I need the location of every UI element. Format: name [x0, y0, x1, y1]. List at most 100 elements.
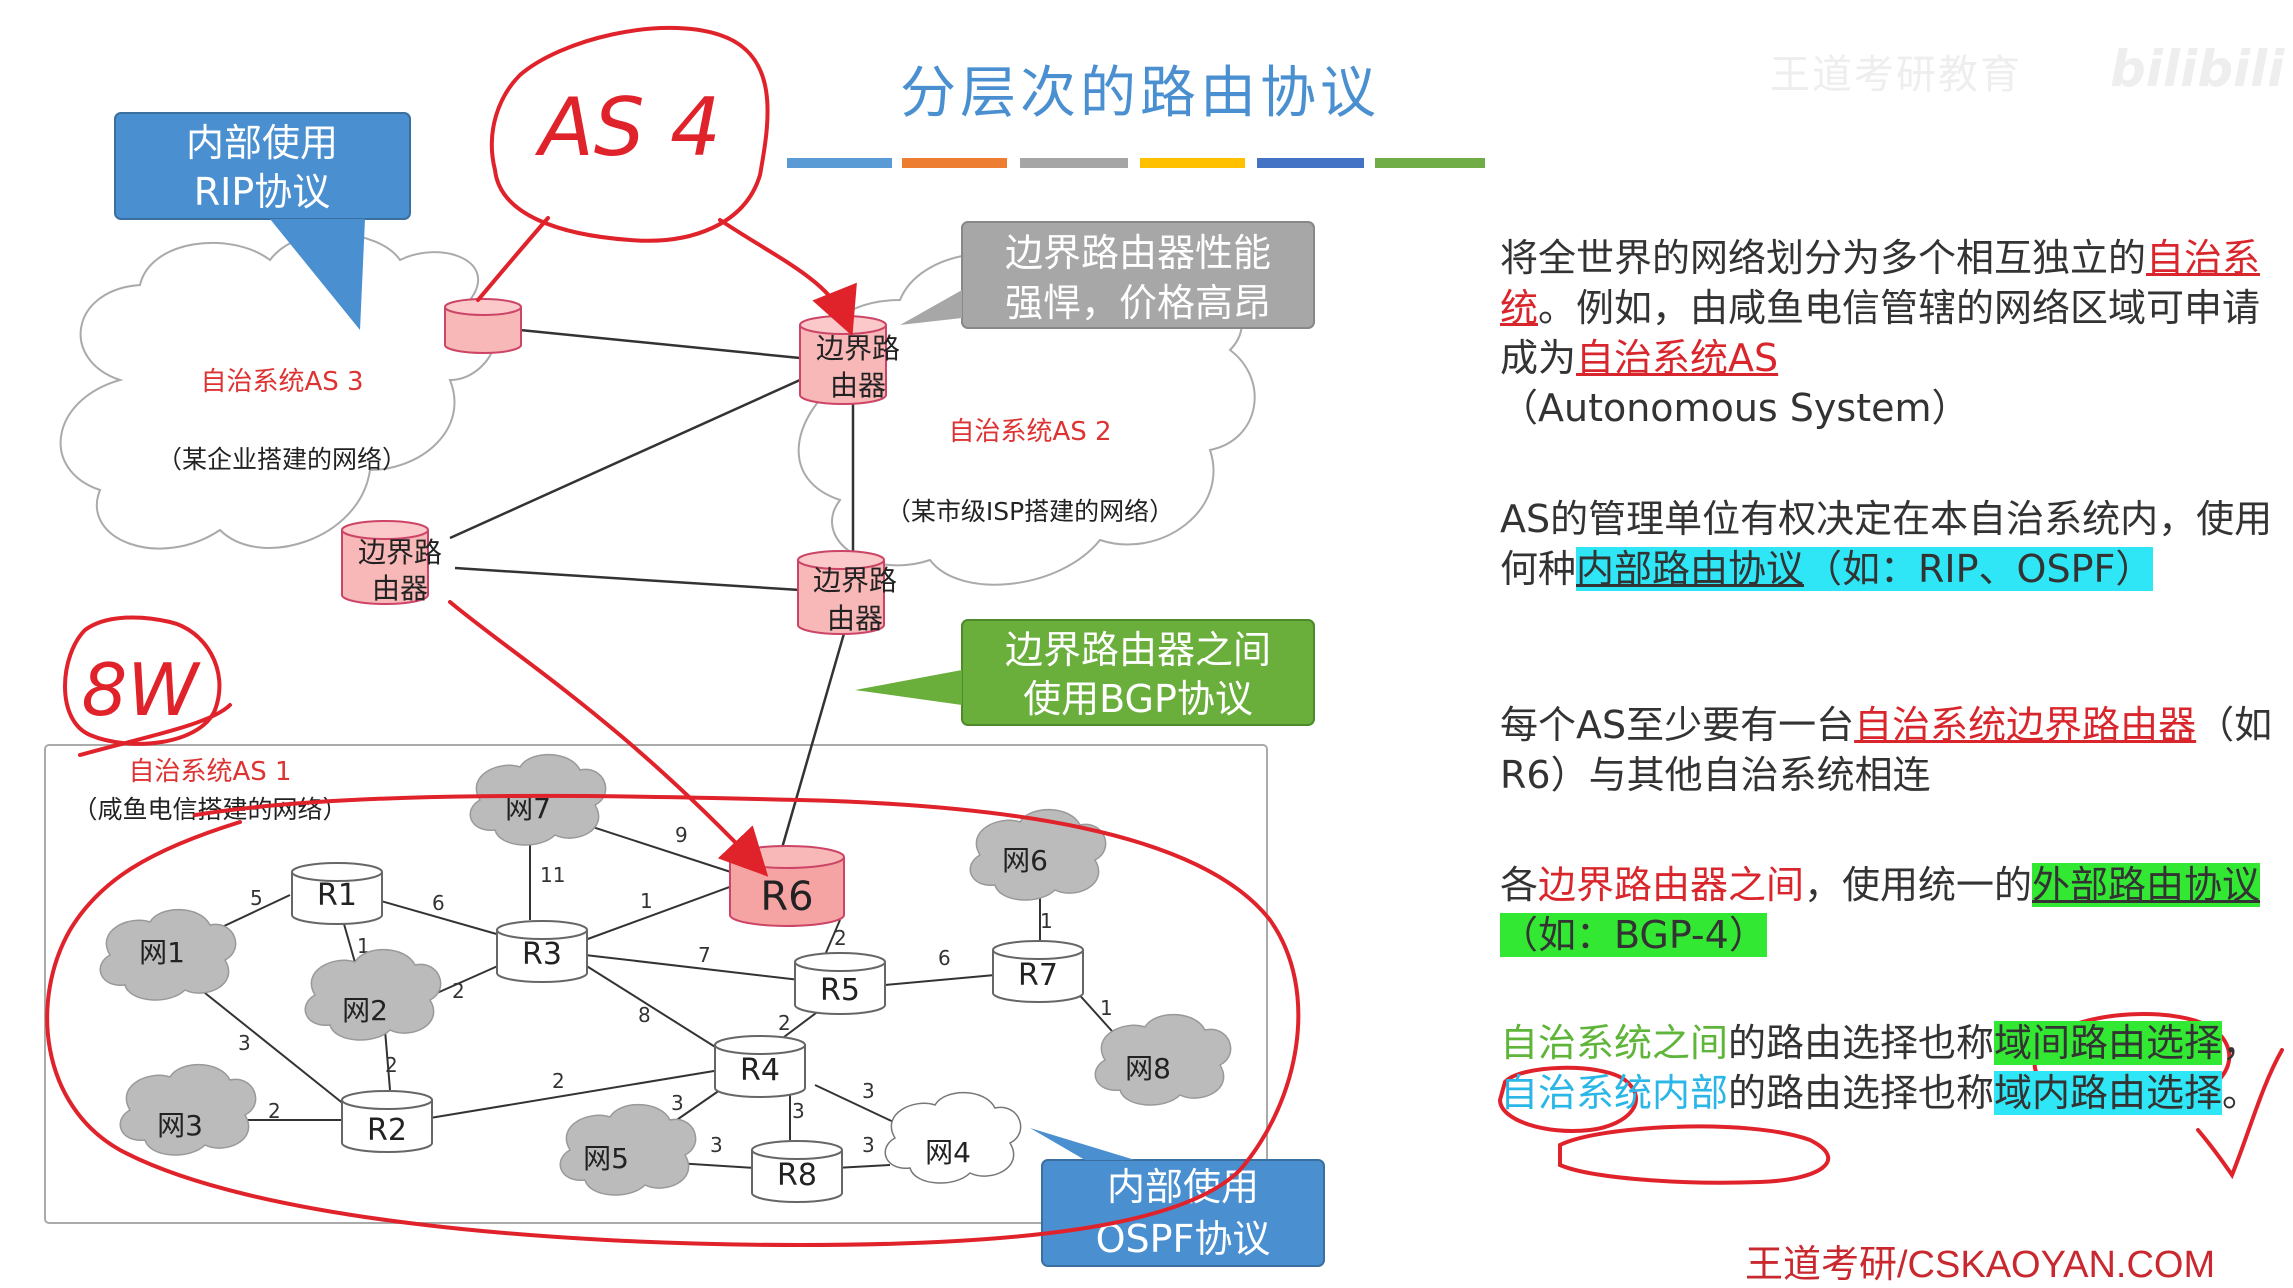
border-router-label: 边界路 — [816, 332, 900, 365]
callout-border: 边界路由器性能 强悍，价格高昂 — [900, 221, 1315, 329]
cost-label: 1 — [1040, 909, 1053, 933]
cost-label: 7 — [698, 943, 711, 967]
as4-circle — [489, 25, 770, 243]
callout-rip-line2: RIP协议 — [194, 170, 331, 214]
cost-label: 2 — [268, 1099, 281, 1123]
as2-name: 自治系统AS 2 — [948, 417, 1111, 447]
r6-arrow — [448, 600, 769, 877]
net-4: 网4 — [884, 1091, 1022, 1184]
callout-bgp-line1: 边界路由器之间 — [1005, 628, 1271, 672]
net-5-label: 网5 — [583, 1142, 629, 1175]
callout-rip-line1: 内部使用 — [186, 121, 338, 165]
cost-label: 3 — [710, 1133, 723, 1157]
cost-label: 6 — [938, 946, 951, 970]
router-r7-label: R7 — [1018, 958, 1058, 993]
router-r2-label: R2 — [367, 1113, 407, 1148]
router-r1: R1 — [291, 862, 383, 925]
cost-label: 1 — [1100, 996, 1113, 1020]
border-router-as2-bottom: 边界路 由器 — [797, 550, 897, 635]
net-2-label: 网2 — [342, 994, 388, 1027]
router-r3-label: R3 — [522, 937, 562, 972]
net-2: 网2 — [304, 948, 442, 1041]
cost-label: 3 — [862, 1133, 875, 1157]
callout-bgp: 边界路由器之间 使用BGP协议 — [855, 619, 1315, 726]
cost-label: 9 — [675, 823, 688, 847]
net-1: 网1 — [99, 908, 237, 1001]
paragraph-1: 将全世界的网络划分为多个相互独立的自治系统。例如，由咸鱼电信管辖的网络区域可申请… — [1500, 236, 2261, 430]
as1-links — [194, 817, 1121, 1169]
eight-w-underline — [78, 703, 232, 757]
callout-ospf: 内部使用 OSPF协议 — [1030, 1128, 1325, 1267]
as1-name: 自治系统AS 1 — [128, 757, 291, 787]
net-6-label: 网6 — [1002, 844, 1048, 877]
border-router-label: 边界路 — [358, 536, 442, 569]
cost-label: 3 — [238, 1031, 251, 1055]
net-8-label: 网8 — [1125, 1052, 1171, 1085]
link-costs: 5 6 1 3 2 2 2 2 11 9 1 7 8 2 6 1 1 3 3 3… — [238, 823, 1113, 1157]
paragraph-4: 各边界路由器之间，使用统一的外部路由协议（如：BGP-4） — [1500, 863, 2261, 957]
paragraph-5: 自治系统之间的路由选择也称域间路由选择，自治系统内部的路由选择也称域内路由选择。 — [1500, 1021, 2261, 1115]
as4-handwriting: AS 4 — [534, 81, 721, 174]
cost-label: 8 — [638, 1003, 651, 1027]
domain-circle-3 — [1558, 1124, 1831, 1185]
footer-brand: 王道考研/CSKAOYAN.COM — [1745, 1244, 2216, 1286]
router-r4: R4 — [714, 1035, 806, 1098]
as2-desc: （某市级ISP搭建的网络） — [886, 497, 1174, 526]
border-router-as3-bottom: 边界路 由器 — [341, 520, 442, 605]
page-title: 分层次的路由协议 — [900, 61, 1380, 126]
router-r6-label: R6 — [760, 874, 813, 920]
as3-name: 自治系统AS 3 — [200, 367, 363, 397]
watermark: 王道考研教育 — [1770, 52, 2022, 98]
net-8: 网8 — [1094, 1013, 1232, 1106]
paragraph-3: 每个AS至少要有一台自治系统边界路由器（如 R6）与其他自治系统相连 — [1500, 703, 2273, 797]
callout-bgp-line2: 使用BGP协议 — [1023, 677, 1253, 721]
eight-w-handwriting: 8W — [82, 648, 202, 732]
router-r5-label: R5 — [820, 973, 860, 1008]
cloud-as3 — [59, 232, 498, 550]
border-router-label: 边界路 — [813, 564, 897, 597]
check-mark — [2196, 1048, 2284, 1180]
net-1-label: 网1 — [139, 936, 185, 969]
as3-desc: （某企业搭建的网络） — [157, 445, 407, 474]
net-4-label: 网4 — [925, 1136, 971, 1169]
callout-rip: 内部使用 RIP协议 — [114, 112, 411, 330]
router-r5: R5 — [794, 952, 886, 1015]
accent-bars — [787, 158, 1485, 168]
router-r1-label: R1 — [317, 878, 357, 913]
cost-label: 3 — [671, 1091, 684, 1115]
callout-border-line2: 强悍，价格高昂 — [1005, 281, 1271, 325]
cost-label: 11 — [540, 863, 565, 887]
border-router-as2-top: 边界路 由器 — [799, 315, 900, 405]
net-3-label: 网3 — [157, 1109, 203, 1142]
router-r4-label: R4 — [740, 1053, 780, 1088]
handwriting — [45, 25, 2284, 1248]
bilibili-logo: bilibili — [2110, 40, 2285, 98]
router-r6: R6 — [729, 845, 845, 927]
router-r2: R2 — [341, 1090, 433, 1153]
as4-link-left — [476, 216, 550, 302]
routers: R1 R2 R3 R4 R5 R6 R7 — [291, 845, 1084, 1203]
router-r8-label: R8 — [777, 1158, 817, 1193]
cost-label: 1 — [640, 889, 653, 913]
cost-label: 6 — [432, 891, 445, 915]
net-6: 网6 — [969, 808, 1107, 901]
as4-link-right — [718, 218, 857, 337]
net-3: 网3 — [119, 1063, 257, 1156]
net-5: 网5 — [559, 1103, 697, 1196]
domain-circle-2 — [1497, 1065, 1638, 1133]
router-r3: R3 — [496, 920, 588, 983]
cost-label: 3 — [862, 1079, 875, 1103]
callout-ospf-line2: OSPF协议 — [1096, 1217, 1271, 1261]
router-r7: R7 — [992, 940, 1084, 1003]
cost-label: 2 — [552, 1069, 565, 1093]
cost-label: 2 — [778, 1011, 791, 1035]
cost-label: 2 — [834, 926, 847, 950]
cost-label: 3 — [792, 1099, 805, 1123]
cost-label: 2 — [452, 979, 465, 1003]
paragraph-2: AS的管理单位有权决定在本自治系统内，使用何种内部路由协议（如：RIP、OSPF… — [1500, 497, 2273, 591]
cost-label: 5 — [250, 886, 263, 910]
border-router-label: 由器 — [372, 572, 428, 605]
as1-desc: （咸鱼电信搭建的网络） — [72, 795, 347, 824]
callout-border-line1: 边界路由器性能 — [1005, 231, 1271, 275]
